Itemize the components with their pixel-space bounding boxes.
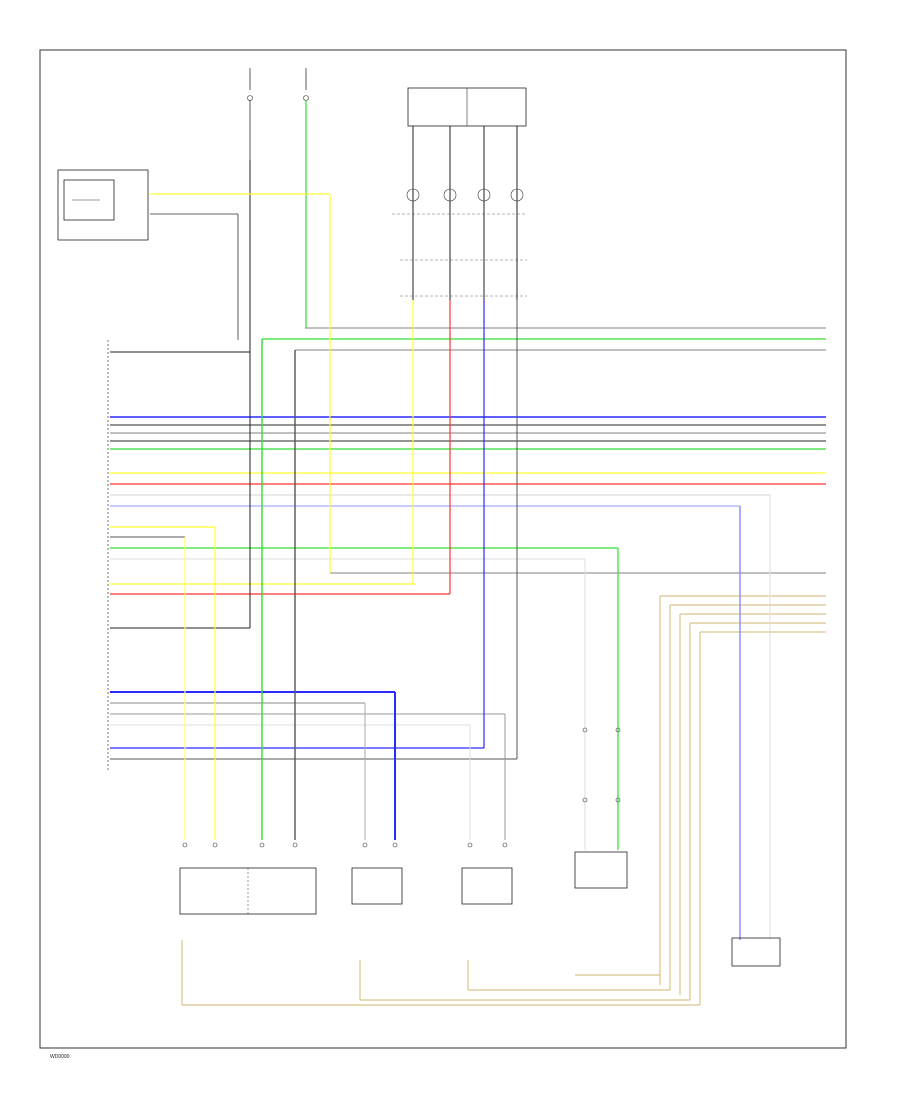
clockspring-pins: [406, 188, 524, 202]
occupant-sensor-module: [574, 851, 628, 889]
fuse-connector-left: [247, 68, 253, 160]
footer-code: WD0000: [50, 1054, 70, 1060]
diagram-frame: [39, 49, 847, 1049]
fuse-connector-right: [303, 68, 309, 101]
side-impact-sensor-right: [461, 867, 513, 905]
seat-belt-buckle-switch: [731, 937, 781, 967]
connector-ticks: [182, 727, 621, 848]
side-impact-sensor-left: [351, 867, 403, 905]
front-passenger-seat-sensor: [179, 867, 317, 915]
front-passenger-seat-belt-switch: [57, 169, 149, 241]
